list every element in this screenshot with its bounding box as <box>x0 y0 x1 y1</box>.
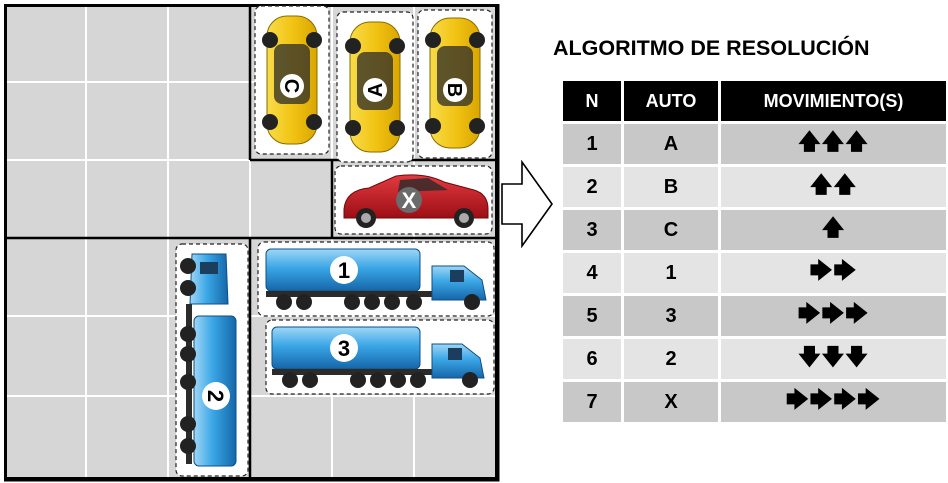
table-row: 5 3 🡆🡆🡆 <box>563 293 946 336</box>
table-row: 4 1 🡆🡆 <box>563 250 946 293</box>
step-auto: 2 <box>621 336 718 379</box>
table-row: 2 B 🡅🡅 <box>563 164 946 207</box>
table-row: 7 X 🡆🡆🡆🡆 <box>563 379 946 422</box>
table-header-row: N AUTO MOVIMIENTO(S) <box>563 81 946 121</box>
step-auto: A <box>621 121 718 164</box>
step-auto: X <box>621 379 718 422</box>
column-header-movimiento: MOVIMIENTO(S) <box>718 81 946 121</box>
step-number: 2 <box>563 164 621 207</box>
truck-3[interactable]: 3 <box>265 319 495 395</box>
step-auto: B <box>621 164 718 207</box>
table-row: 6 2 🡇🡇🡇 <box>563 336 946 379</box>
truck-1-label: 1 <box>338 258 350 283</box>
page-title: ALGORITMO DE RESOLUCIÓN <box>553 36 870 60</box>
step-number: 6 <box>563 336 621 379</box>
column-header-auto: AUTO <box>621 81 718 121</box>
right-arrow-icon <box>500 159 554 253</box>
step-auto: C <box>621 207 718 250</box>
table-row: 3 C 🡅 <box>563 207 946 250</box>
step-moves: 🡇🡇🡇 <box>718 336 946 379</box>
step-moves: 🡅🡅 <box>718 164 946 207</box>
step-moves: 🡅🡅🡅 <box>718 121 946 164</box>
car-b-label: B <box>443 83 465 97</box>
car-b[interactable]: B <box>417 9 493 159</box>
car-a[interactable]: A <box>336 11 414 163</box>
step-moves: 🡆🡆 <box>718 250 946 293</box>
car-x[interactable]: X <box>334 165 493 235</box>
column-header-n: N <box>563 81 621 121</box>
truck-2[interactable]: 2 <box>175 243 249 477</box>
step-number: 3 <box>563 207 621 250</box>
solution-table: N AUTO MOVIMIENTO(S) 1 A 🡅🡅🡅 2 B 🡅🡅 3 C … <box>563 81 946 422</box>
truck-1[interactable]: 1 <box>257 241 495 317</box>
table-row: 1 A 🡅🡅🡅 <box>563 121 946 164</box>
car-c[interactable]: C <box>254 5 330 155</box>
step-number: 5 <box>563 293 621 336</box>
step-moves: 🡆🡆🡆🡆 <box>718 379 946 422</box>
puzzle-board: C A B X <box>4 4 500 482</box>
step-auto: 1 <box>621 250 718 293</box>
step-auto: 3 <box>621 293 718 336</box>
truck-3-label: 3 <box>338 336 350 361</box>
step-number: 7 <box>563 379 621 422</box>
step-moves: 🡆🡆🡆 <box>718 293 946 336</box>
step-number: 1 <box>563 121 621 164</box>
step-number: 4 <box>563 250 621 293</box>
step-moves: 🡅 <box>718 207 946 250</box>
car-a-label: A <box>365 83 387 97</box>
car-x-label: X <box>402 188 417 213</box>
truck-2-label: 2 <box>203 390 228 402</box>
car-c-label: C <box>280 79 302 93</box>
